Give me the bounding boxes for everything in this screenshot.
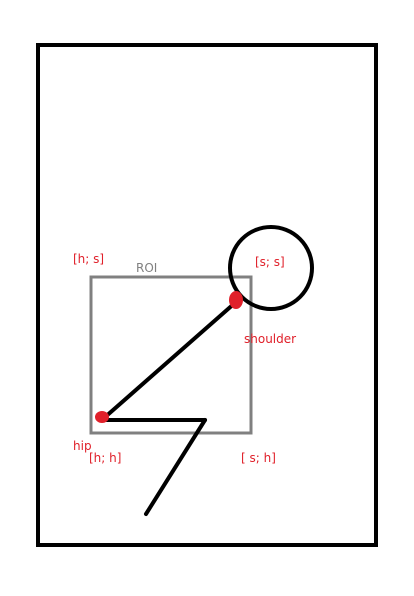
corner-label-bottom-right: [ s; h]	[241, 451, 276, 465]
hip-label: hip	[73, 439, 92, 453]
torso-line	[102, 300, 238, 420]
head-circle	[228, 225, 314, 311]
shoulder-label: shoulder	[244, 332, 296, 346]
image-frame	[36, 43, 378, 547]
corner-label-top-left: [h; s]	[73, 252, 104, 266]
corner-label-top-right: [s; s]	[255, 255, 285, 269]
roi-box	[89, 275, 253, 435]
corner-label-bottom-left: [h; h]	[89, 451, 121, 465]
hip-keypoint	[95, 411, 109, 423]
shoulder-keypoint	[229, 291, 243, 309]
lower-leg-line	[144, 418, 207, 516]
roi-label: ROI	[136, 261, 157, 275]
